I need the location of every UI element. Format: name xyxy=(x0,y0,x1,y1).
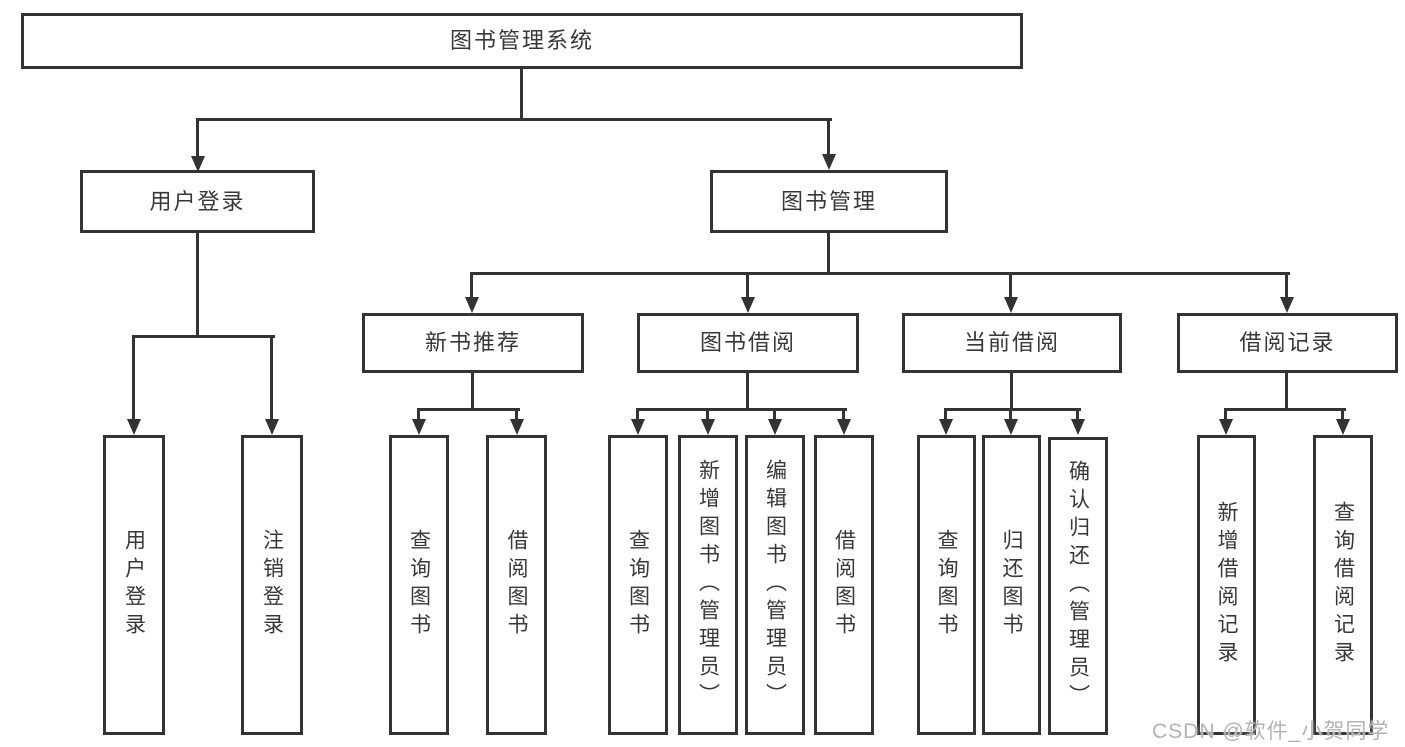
leaf-cb-return-book: 归还图书 xyxy=(982,435,1041,735)
arrow-down-bb-query xyxy=(631,419,645,435)
connector-drop-bb-query xyxy=(636,408,639,421)
connector-drop-cb-return xyxy=(1009,408,1012,421)
leaf-cb-query-books: 查询图书 xyxy=(917,435,976,735)
leaf-bb-add-book-admin: 新增图书（管理员） xyxy=(678,435,738,735)
node-current-borrowing: 当前借阅 xyxy=(902,313,1122,373)
leaf-bb-borrow-books: 借阅图书 xyxy=(814,435,874,735)
arrow-down-logout-leaf xyxy=(265,419,279,435)
connector-drop-current-borrow xyxy=(1009,272,1012,299)
arrow-down-cb-query xyxy=(939,419,953,435)
arrow-down-br-add xyxy=(1219,419,1233,435)
node-book-borrowing: 图书借阅 xyxy=(637,313,859,373)
connector-drop-br-query xyxy=(1341,408,1344,421)
leaf-nb-query-books: 查询图书 xyxy=(389,435,449,735)
connector-drop-bb-edit xyxy=(773,408,776,421)
connector-new-book-rail xyxy=(417,408,520,411)
arrow-down-borrow-records xyxy=(1280,297,1294,313)
node-new-book-recommend: 新书推荐 xyxy=(362,313,584,373)
leaf-bb-edit-book-admin: 编辑图书（管理员） xyxy=(745,435,805,735)
arrow-down-book-management xyxy=(822,154,836,170)
connector-level2-rail xyxy=(196,118,832,121)
node-root-system: 图书管理系统 xyxy=(21,13,1023,69)
connector-drop-new-book xyxy=(470,272,473,299)
leaf-br-query-record: 查询借阅记录 xyxy=(1313,435,1373,735)
arrow-down-bb-borrow xyxy=(837,419,851,435)
leaf-br-add-record: 新增借阅记录 xyxy=(1197,435,1256,735)
arrow-down-book-borrow xyxy=(741,297,755,313)
leaf-logout: 注销登录 xyxy=(241,435,303,735)
connector-root-drop xyxy=(520,69,523,121)
arrow-down-cb-confirm xyxy=(1071,419,1085,435)
connector-user-login-rail xyxy=(132,335,275,338)
connector-new-book-drop xyxy=(471,373,474,411)
connector-book-management-drop xyxy=(827,233,830,274)
connector-book-borrow-rail xyxy=(636,408,847,411)
arrow-down-bb-edit xyxy=(768,419,782,435)
connector-drop-nb-borrow xyxy=(515,408,518,421)
connector-drop-br-add xyxy=(1224,408,1227,421)
connector-drop-cb-confirm xyxy=(1076,408,1079,421)
connector-user-login-drop xyxy=(196,233,199,338)
connector-drop-book-management xyxy=(827,118,830,154)
connector-drop-logout-leaf xyxy=(270,335,273,420)
arrow-down-new-book xyxy=(465,297,479,313)
connector-drop-user-login xyxy=(196,118,199,156)
connector-book-borrow-drop xyxy=(746,373,749,411)
connector-borrow-records-rail xyxy=(1224,408,1346,411)
connector-borrow-records-drop xyxy=(1285,373,1288,411)
connector-current-borrow-rail xyxy=(944,408,1081,411)
connector-level3-rail xyxy=(470,272,1290,275)
connector-drop-book-borrow xyxy=(746,272,749,299)
node-borrowing-records: 借阅记录 xyxy=(1177,313,1398,373)
arrow-down-user-login xyxy=(191,156,205,172)
node-user-login: 用户登录 xyxy=(80,170,315,233)
watermark: CSDN @软件_小贺同学 xyxy=(1152,720,1390,743)
arrow-down-bb-add xyxy=(701,419,715,435)
leaf-cb-confirm-return-admin: 确认归还（管理员） xyxy=(1048,437,1108,735)
connector-drop-login-leaf xyxy=(132,335,135,420)
arrow-down-nb-borrow xyxy=(510,419,524,435)
arrow-down-nb-query xyxy=(412,419,426,435)
arrow-down-current-borrow xyxy=(1004,297,1018,313)
node-book-management: 图书管理 xyxy=(710,170,948,233)
arrow-down-login-leaf xyxy=(127,419,141,435)
arrow-down-cb-return xyxy=(1004,419,1018,435)
leaf-user-login: 用户登录 xyxy=(103,435,165,735)
connector-drop-borrow-records xyxy=(1285,272,1288,299)
connector-drop-bb-add xyxy=(706,408,709,421)
arrow-down-br-query xyxy=(1336,419,1350,435)
connector-current-borrow-drop xyxy=(1010,373,1013,411)
leaf-nb-borrow-books: 借阅图书 xyxy=(486,435,547,735)
connector-drop-cb-query xyxy=(944,408,947,421)
connector-drop-bb-borrow xyxy=(842,408,845,421)
connector-drop-nb-query xyxy=(417,408,420,421)
leaf-bb-query-books: 查询图书 xyxy=(608,435,668,735)
